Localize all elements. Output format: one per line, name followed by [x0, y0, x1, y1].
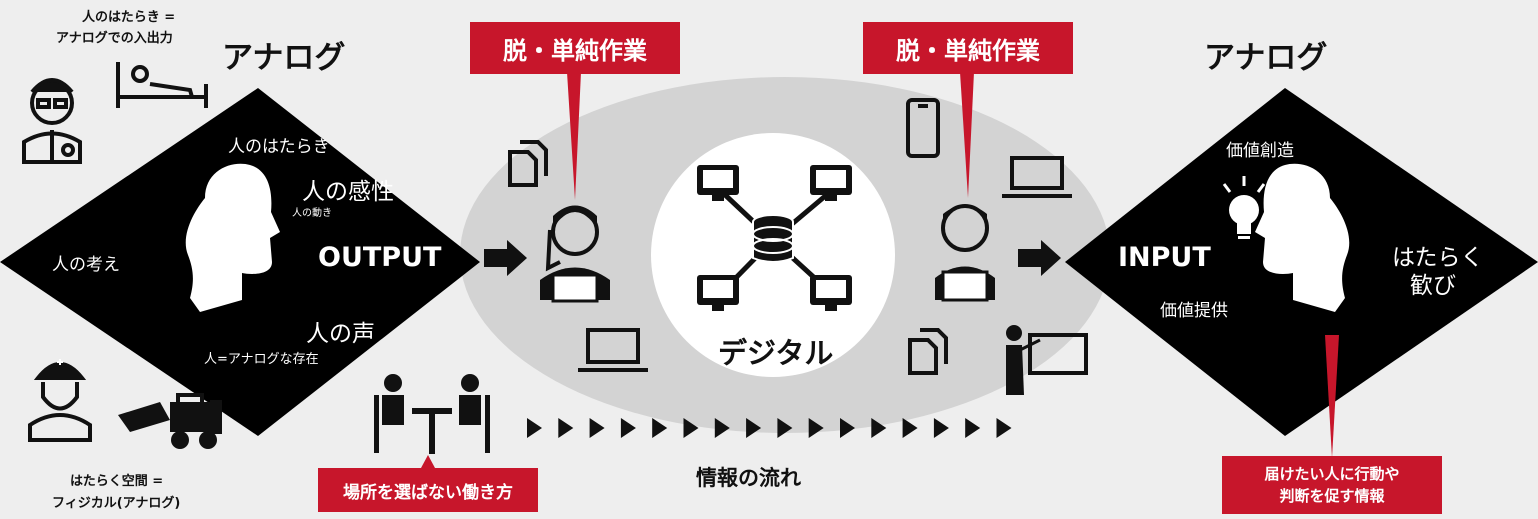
callout-right-bottom-line1: 届けたい人に行動や — [1264, 465, 1400, 483]
chevron — [840, 418, 855, 438]
forklift-icon — [118, 393, 222, 449]
chevron — [589, 418, 605, 438]
chevron — [965, 418, 981, 438]
callout-right-bottom: 届けたい人に行動や 判断を促す情報 — [1222, 456, 1442, 514]
label-hataraki: 人のはたらき — [228, 137, 330, 157]
caption-bottom-line1: はたらく空間 = — [70, 474, 164, 489]
label-ugoki: 人の動き — [292, 208, 332, 219]
callout-tail — [1325, 335, 1339, 458]
chevron — [714, 418, 730, 438]
chevron — [620, 418, 636, 438]
bed-patient-icon — [116, 62, 208, 108]
callout-right: 脱・単純作業 — [863, 22, 1073, 74]
chevron — [996, 418, 1012, 438]
callout-tail — [960, 72, 974, 198]
left-heading: アナログ — [222, 40, 346, 76]
right-heading: アナログ — [1204, 40, 1328, 76]
chevron — [558, 418, 574, 438]
woman-laptop-icon — [540, 205, 610, 303]
callout-tail — [421, 455, 435, 468]
arrow-right-icon — [484, 240, 527, 276]
chevron — [652, 418, 668, 438]
chevron — [777, 418, 793, 438]
laptop-icon — [578, 328, 648, 372]
caption-bottom-line2: フィジカル(アナログ) — [52, 496, 181, 511]
chevron-arrow-icon — [527, 418, 1012, 438]
label-souzou: 価値創造 — [1226, 141, 1294, 161]
label-sonzai: 人=アナログな存在 — [204, 352, 319, 367]
documents-icon — [508, 140, 548, 187]
flow-label: 情報の流れ — [696, 466, 801, 490]
label-teikyou: 価値提供 — [1160, 301, 1228, 321]
label-kansei: 人の感性 — [302, 179, 394, 205]
arrow-right-icon — [1018, 240, 1061, 276]
callout-tail — [567, 72, 581, 200]
callout-left: 脱・単純作業 — [470, 22, 680, 74]
presentation-icon — [1006, 325, 1088, 395]
callout-right-bottom-line2: 判断を促す情報 — [1279, 487, 1385, 505]
chevron — [683, 418, 699, 438]
chevron — [746, 418, 762, 438]
caption-top-line1: 人のはたらき = — [82, 10, 176, 25]
chevron — [902, 418, 918, 438]
smartphone-icon — [906, 98, 940, 158]
database-network-icon — [697, 165, 852, 311]
head-silhouette-icon — [1255, 163, 1350, 312]
label-yorokobi-1: はたらく — [1392, 245, 1484, 271]
laptop-icon — [1002, 156, 1072, 198]
label-yorokobi-2: 歓び — [1410, 273, 1456, 299]
label-koe: 人の声 — [306, 321, 375, 347]
caption-top-line2: アナログでの入出力 — [56, 31, 173, 46]
head-silhouette-icon — [185, 163, 280, 312]
label-output: OUTPUT — [318, 242, 442, 273]
digital-label: デジタル — [718, 336, 834, 370]
doctor-icon — [22, 78, 82, 164]
meeting-table-icon — [374, 374, 490, 454]
label-input: INPUT — [1118, 242, 1211, 273]
chevron — [871, 418, 887, 438]
lightbulb-icon — [1222, 176, 1266, 239]
chevron — [527, 418, 542, 438]
worker-helmet-icon — [28, 359, 92, 442]
callout-bottom: 場所を選ばない働き方 — [318, 468, 538, 512]
chevron — [933, 418, 949, 438]
man-laptop-icon — [935, 204, 995, 302]
label-kangae: 人の考え — [52, 255, 120, 275]
chevron — [808, 418, 824, 438]
documents-icon — [908, 328, 948, 375]
